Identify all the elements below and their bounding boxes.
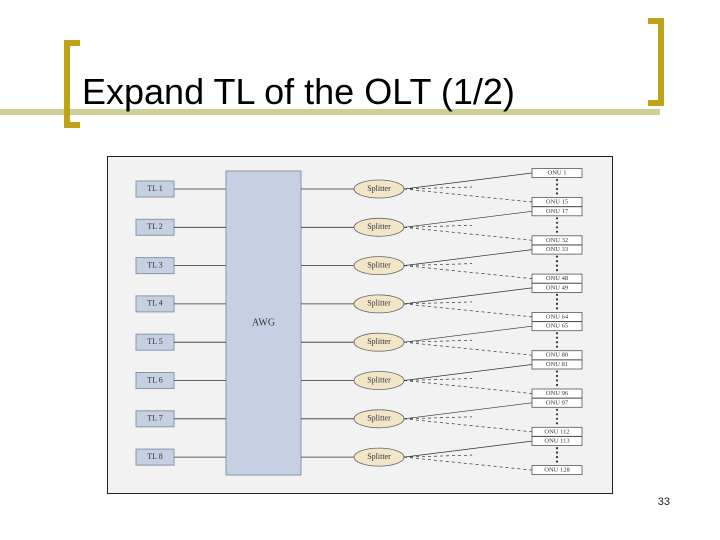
splitter-onu-link <box>403 224 473 228</box>
onu-label: ONU 128 <box>544 467 569 474</box>
tl-label: TL 4 <box>147 299 162 308</box>
onu-ellipsis-dot <box>555 417 559 420</box>
onu-ellipsis-dot <box>555 307 559 310</box>
tl-label: TL 8 <box>147 452 162 461</box>
onu-ellipsis-dot <box>555 345 559 348</box>
splitter-onu-link <box>403 380 533 394</box>
onu-label: ONU 113 <box>544 438 569 445</box>
awg-block <box>225 170 302 476</box>
awg-label: AWG <box>252 317 275 328</box>
splitter-onu-link <box>403 188 533 203</box>
splitter-onu-link <box>403 364 533 381</box>
left-bracket-decoration <box>64 40 80 128</box>
onu-ellipsis-dot <box>555 221 559 224</box>
onu-ellipsis-dot <box>555 422 559 425</box>
onu-label: ONU 32 <box>546 237 568 244</box>
onu-label: ONU 81 <box>546 361 568 368</box>
tl-label: TL 7 <box>147 414 162 423</box>
onu-label: ONU 80 <box>546 352 568 359</box>
onu-label: ONU 48 <box>546 275 568 282</box>
onu-ellipsis-dot <box>555 192 559 195</box>
splitter-onu-link <box>403 440 533 458</box>
onu-label: ONU 112 <box>544 428 569 435</box>
onu-ellipsis-dot <box>555 230 559 233</box>
slide-title: Expand TL of the OLT (1/2) <box>82 71 515 112</box>
onu-label: ONU 17 <box>546 208 569 215</box>
splitter-onu-link <box>403 378 473 381</box>
onu-ellipsis-dot <box>555 183 559 186</box>
onu-ellipsis-dot <box>555 187 559 191</box>
splitter-onu-link <box>403 249 533 266</box>
splitter-onu-link <box>403 339 473 343</box>
splitter-label: Splitter <box>367 184 391 193</box>
splitter-onu-link <box>403 226 533 241</box>
onu-ellipsis-dot <box>555 413 559 416</box>
splitter-onu-link <box>403 341 533 356</box>
splitter-onu-link <box>403 303 533 318</box>
onu-ellipsis-dot <box>555 341 559 344</box>
splitter-onu-link <box>403 456 533 471</box>
onu-ellipsis-dot <box>555 264 559 267</box>
splitter-onu-link <box>403 287 533 305</box>
splitter-onu-link <box>403 416 473 420</box>
tl-label: TL 2 <box>147 222 162 231</box>
onu-label: ONU 1 <box>548 169 567 176</box>
onu-ellipsis-dot <box>555 456 559 459</box>
title-band <box>0 109 660 115</box>
splitter-onu-link <box>403 301 473 305</box>
onu-ellipsis-dot <box>555 370 559 373</box>
onu-label: ONU 64 <box>546 313 569 320</box>
tl-label: TL 6 <box>147 375 162 384</box>
onu-ellipsis-dot <box>555 217 559 220</box>
onu-ellipsis-dot <box>555 336 559 339</box>
onu-ellipsis-dot <box>555 302 559 305</box>
onu-ellipsis-dot <box>555 447 559 450</box>
splitter-label: Splitter <box>367 452 391 461</box>
onu-label: ONU 97 <box>546 399 569 406</box>
splitter-onu-link <box>403 210 533 228</box>
right-bracket-decoration <box>648 18 664 106</box>
splitter-label: Splitter <box>367 414 391 423</box>
splitter-label: Splitter <box>367 299 391 308</box>
splitter-label: Splitter <box>367 375 391 384</box>
splitter-label: Splitter <box>367 222 391 231</box>
onu-label: ONU 96 <box>546 390 569 397</box>
splitter-label: Splitter <box>367 260 391 269</box>
splitter-onu-link <box>403 172 533 190</box>
tl-label: TL 1 <box>147 184 162 193</box>
onu-ellipsis-dot <box>555 383 559 387</box>
onu-ellipsis-dot <box>555 260 559 263</box>
onu-label: ONU 65 <box>546 323 568 330</box>
onu-ellipsis-dot <box>555 298 559 301</box>
tl-label: TL 3 <box>147 260 162 269</box>
onu-ellipsis-dot <box>555 178 559 182</box>
splitter-onu-link <box>403 325 533 343</box>
splitter-onu-link <box>403 454 473 458</box>
onu-ellipsis-dot <box>555 451 559 454</box>
onu-ellipsis-dot <box>555 374 559 378</box>
onu-label: ONU 33 <box>546 246 568 253</box>
onu-ellipsis-dot <box>555 226 559 229</box>
page-number: 33 <box>657 496 670 508</box>
splitter-onu-link <box>403 186 473 190</box>
tl-label: TL 5 <box>147 337 162 346</box>
onu-label: ONU 49 <box>546 284 568 291</box>
splitter-onu-link <box>403 265 533 279</box>
onu-ellipsis-dot <box>555 255 559 258</box>
onu-ellipsis-dot <box>555 408 559 411</box>
onu-ellipsis-dot <box>555 332 559 335</box>
onu-ellipsis-dot <box>555 293 559 296</box>
onu-ellipsis-dot <box>555 460 559 463</box>
onu-label: ONU 15 <box>546 198 568 205</box>
onu-ellipsis-dot <box>555 269 559 272</box>
splitter-label: Splitter <box>367 337 391 346</box>
onu-box <box>531 397 583 408</box>
splitter-onu-link <box>403 402 533 420</box>
onu-ellipsis-dot <box>555 379 559 382</box>
splitter-onu-link <box>403 418 533 433</box>
splitter-onu-link <box>403 263 473 266</box>
